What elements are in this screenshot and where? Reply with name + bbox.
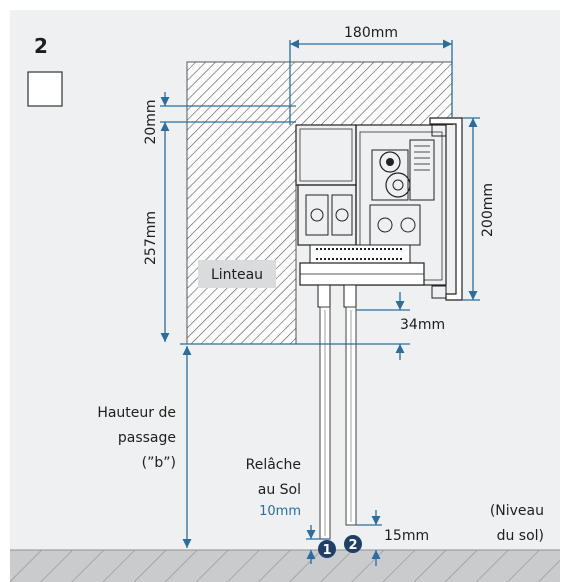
panel-number: 2 (34, 34, 48, 58)
lintel-label-box (198, 260, 276, 288)
roller-box-mechanism (295, 117, 463, 308)
clearance-label-1: Hauteur de (97, 405, 176, 421)
lintel-label: Linteau (211, 267, 263, 283)
lintel-height-label: 257mm (143, 211, 159, 265)
clearance-label-3: (”b”) (142, 455, 176, 471)
box-recess (296, 125, 452, 135)
option-checkbox[interactable] (27, 71, 63, 107)
marker-2 (344, 535, 362, 553)
box-height-label: 200mm (480, 183, 496, 237)
floor (10, 550, 560, 582)
offset-label: 34mm (400, 317, 445, 333)
marker-1 (318, 540, 336, 558)
floor-level-label-1: (Niveau (490, 503, 544, 519)
release-label-1: Relâche (246, 457, 301, 473)
release-label-2: au Sol (258, 482, 301, 498)
marker-1-label: 1 (322, 543, 331, 558)
gap-label: 15mm (384, 528, 429, 544)
floor-level-label-2: du sol) (497, 528, 544, 544)
width-label: 180mm (344, 25, 398, 41)
top-gap-label: 20mm (143, 99, 159, 144)
marker-2-label: 2 (348, 538, 357, 553)
release-value: 10mm (259, 504, 301, 519)
clearance-label-2: passage (118, 430, 176, 446)
